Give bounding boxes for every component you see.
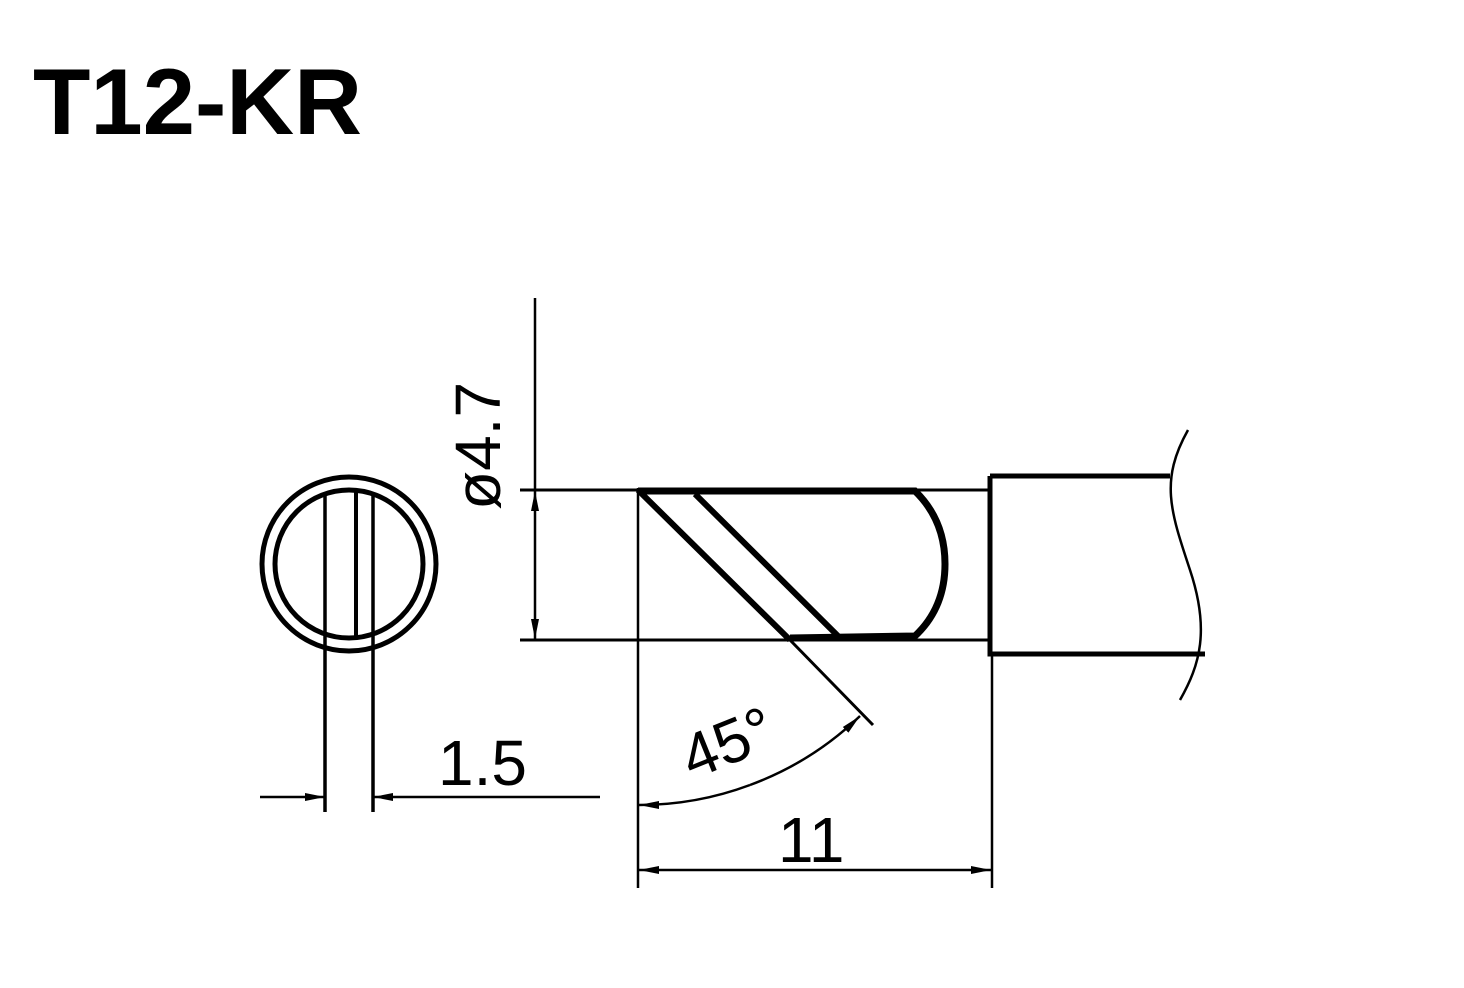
flat-width-label: 1.5	[438, 727, 527, 799]
diameter-label: ø4.7	[442, 382, 514, 510]
end-view	[259, 474, 439, 812]
page-title: T12-KR	[33, 49, 362, 154]
length-label: 11	[778, 804, 844, 876]
side-view	[520, 429, 1205, 888]
angle-dimension	[638, 715, 861, 810]
